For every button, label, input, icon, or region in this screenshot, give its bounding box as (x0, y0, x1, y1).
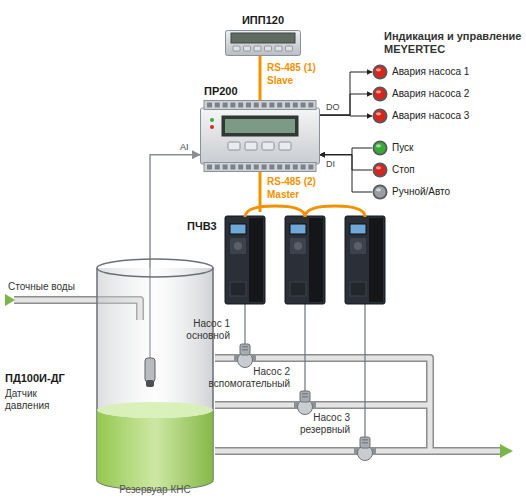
signal-name: DI (326, 158, 335, 170)
controller: ПР200 (200, 100, 320, 172)
node-label: Резервуар КНС (95, 484, 215, 496)
signal-name: AI (180, 141, 189, 153)
lamp-symbol (372, 140, 388, 156)
connector (320, 72, 372, 115)
lamp-label: Авария насоса 1 (392, 66, 469, 78)
mode-switch: Ручной/Авто (372, 184, 450, 200)
lamp-label: Стоп (392, 164, 415, 176)
pressure-sensor-drawing (143, 358, 157, 388)
node-label: ПЧВ3 (187, 220, 219, 233)
lamp-symbol (372, 108, 388, 124)
connector (320, 94, 372, 115)
connector (259, 56, 262, 100)
hmi-panel-drawing (225, 30, 301, 56)
node-label: ПД100И-ДГ (5, 372, 90, 385)
group-title: Индикация и управление MEYERTEC (384, 30, 522, 56)
connector (320, 155, 372, 192)
connector (320, 115, 372, 117)
alarm-lamp: Авария насоса 3 (372, 108, 469, 124)
node-sublabel: Датчик давления (5, 388, 67, 412)
connector (320, 155, 372, 170)
pressure-sensor: ПД100И-ДГДатчик давления (143, 358, 157, 388)
pump: Насос 3 резервный (354, 437, 376, 463)
lamp-symbol (372, 184, 388, 200)
lamp-label: Ручной/Авто (392, 186, 450, 198)
controller-drawing (200, 100, 320, 172)
drive-group: ПЧВ3 (220, 212, 390, 304)
lamp-symbol (372, 162, 388, 178)
connector (244, 304, 245, 344)
alarm-lamp: Авария насоса 2 (372, 86, 469, 102)
connector (304, 304, 305, 391)
lamp-symbol (372, 64, 388, 80)
alarm-lamp: Авария насоса 1 (372, 64, 469, 80)
node-label: Насос 2 вспомогательный (202, 366, 290, 390)
tank: Резервуар КНС ПД100И-ДГДатчик давления (95, 258, 215, 498)
bus-role: Master (266, 189, 300, 201)
drive-group-drawing (220, 212, 390, 304)
lamp-label: Авария насоса 2 (392, 88, 469, 100)
lamp-label: Авария насоса 3 (392, 110, 469, 122)
bus-label: RS-485 (2) (266, 176, 317, 188)
lamp-symbol (372, 86, 388, 102)
pump: Насос 1 основной (234, 344, 256, 370)
inlet-label: Сточные воды (8, 281, 75, 293)
node-label: Насос 3 резервный (272, 412, 350, 436)
hmi-panel: ИПП120 (225, 30, 301, 56)
bus-label: RS-485 (1) (266, 62, 317, 74)
pump-drawing (234, 344, 256, 370)
node-label: ИПП120 (225, 14, 301, 27)
node-label: ПР200 (204, 85, 252, 98)
pump-drawing (294, 391, 316, 417)
pump: Насос 2 вспомогательный (294, 391, 316, 417)
connector (320, 148, 372, 155)
node-label: Насос 1 основной (162, 318, 230, 342)
connector (364, 304, 365, 437)
signal-name: DO (326, 101, 340, 113)
bus-role: Slave (266, 75, 294, 87)
start-button: Пуск (372, 140, 413, 156)
stop-button: Стоп (372, 162, 415, 178)
lamp-label: Пуск (392, 142, 413, 154)
pump-drawing (354, 437, 376, 463)
